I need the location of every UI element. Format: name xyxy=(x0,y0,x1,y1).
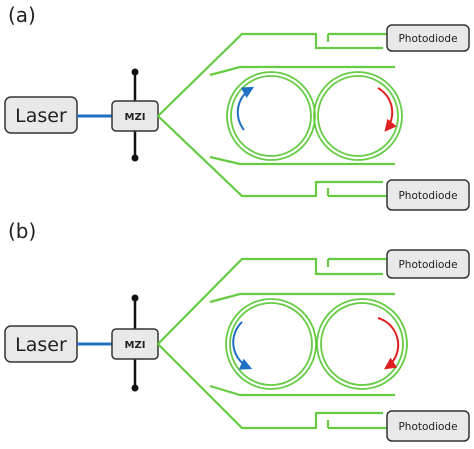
mzi-label: MZI xyxy=(125,340,146,351)
ring-resonator-right xyxy=(316,298,408,390)
laser-label: Laser xyxy=(15,105,67,127)
photodiode-label: Photodiode xyxy=(398,33,457,45)
panel-a: (a) Laser MZI xyxy=(4,3,470,211)
waveguide-network xyxy=(157,32,395,198)
photodiode-label: Photodiode xyxy=(398,190,457,202)
panel-label: (a) xyxy=(8,3,36,27)
ring-resonator-left xyxy=(225,298,317,390)
left-ring-arrow xyxy=(232,321,253,370)
panel-label: (b) xyxy=(8,219,36,243)
right-ring-arrow xyxy=(377,87,397,132)
ring-resonator-left xyxy=(226,71,316,161)
photodiode-top: Photodiode xyxy=(386,24,470,52)
panel-b: (b) Laser MZI xyxy=(4,219,470,442)
left-ring-arrow xyxy=(236,86,255,131)
waveguide-network xyxy=(157,257,395,430)
mzi-box: MZI xyxy=(111,100,159,132)
laser-box: Laser xyxy=(4,96,78,134)
photodiode-bottom: Photodiode xyxy=(386,179,470,211)
photodiode-top: Photodiode xyxy=(386,249,470,279)
photodiode-bottom: Photodiode xyxy=(386,410,470,442)
right-ring-arrow xyxy=(377,317,400,370)
laser-box: Laser xyxy=(4,325,78,363)
mzi-box: MZI xyxy=(111,328,159,360)
mzi-label: MZI xyxy=(125,112,146,123)
photodiode-label: Photodiode xyxy=(398,421,457,433)
ring-resonator-right xyxy=(313,71,403,161)
photodiode-label: Photodiode xyxy=(398,259,457,271)
laser-label: Laser xyxy=(15,334,67,356)
